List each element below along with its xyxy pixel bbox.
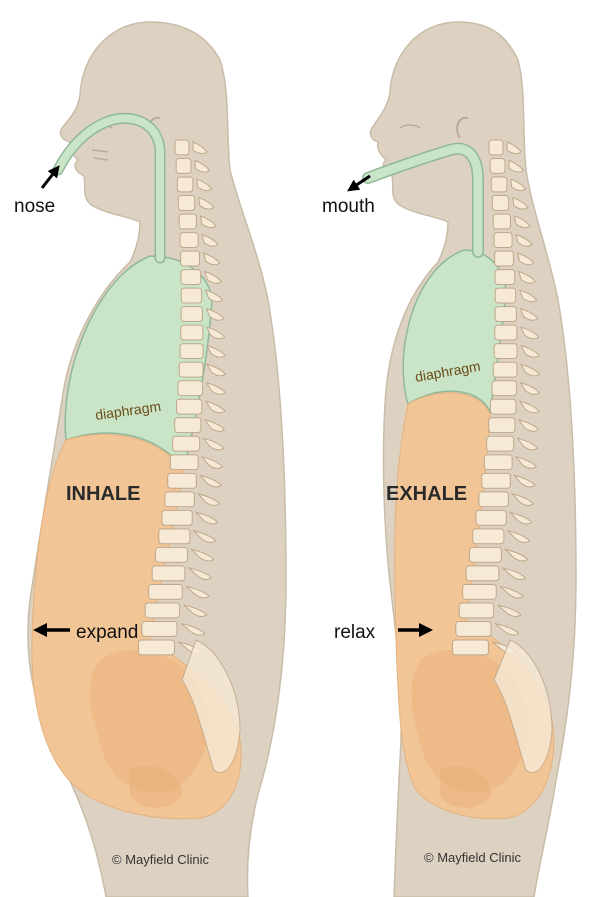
vertebra — [490, 159, 505, 174]
vertebra — [494, 344, 517, 359]
vertebra — [145, 603, 179, 618]
vertebra — [178, 196, 194, 211]
vertebra — [175, 140, 189, 155]
vertebra — [181, 288, 202, 303]
exhale-figure: mouth diaphragm EXHALE relax © Mayfield … — [322, 22, 576, 897]
vertebra — [181, 251, 200, 266]
vertebra — [162, 510, 192, 525]
vertebra — [179, 214, 196, 229]
vertebra — [487, 436, 514, 451]
vertebra — [456, 621, 491, 636]
credit-left: © Mayfield Clinic — [112, 852, 209, 867]
vertebra — [495, 325, 517, 340]
vertebra — [176, 399, 201, 414]
vertebra — [493, 362, 517, 377]
vertebra — [175, 418, 201, 433]
vertebra — [149, 584, 183, 599]
vertebra — [489, 418, 515, 433]
mouth-label: mouth — [322, 196, 375, 217]
vertebra — [152, 566, 185, 581]
vertebra — [142, 621, 177, 636]
phase-label-exhale: EXHALE — [386, 483, 467, 505]
vertebra — [180, 344, 203, 359]
vertebra — [470, 547, 502, 562]
phase-label-inhale: INHALE — [66, 483, 140, 505]
relax-label: relax — [334, 622, 376, 643]
vertebra — [452, 640, 488, 655]
vertebra — [482, 473, 511, 488]
vertebra — [138, 640, 174, 655]
vertebra — [479, 492, 508, 507]
vertebra — [165, 492, 194, 507]
vertebra — [495, 288, 516, 303]
nose-label: nose — [14, 196, 55, 217]
vertebra — [495, 251, 514, 266]
vertebra — [490, 399, 515, 414]
vertebra — [156, 547, 188, 562]
vertebra — [492, 196, 508, 211]
vertebra — [495, 270, 515, 285]
inhale-figure: nose diaphragm INHALE expand © Mayfield … — [14, 22, 286, 897]
vertebra — [159, 529, 190, 544]
vertebra — [463, 584, 497, 599]
vertebra — [492, 381, 517, 396]
vertebra — [476, 510, 506, 525]
vertebra — [178, 381, 203, 396]
expand-label: expand — [76, 622, 138, 643]
vertebra — [177, 177, 193, 192]
vertebra — [180, 233, 198, 248]
vertebra — [491, 177, 507, 192]
lung — [403, 250, 506, 412]
vertebra — [170, 455, 198, 470]
vertebra — [173, 436, 200, 451]
vertebra — [489, 140, 503, 155]
vertebra — [494, 233, 512, 248]
vertebra — [181, 270, 201, 285]
vertebra — [181, 325, 203, 340]
nose-arrow — [42, 170, 56, 188]
vertebra — [176, 159, 191, 174]
vertebra — [181, 307, 202, 322]
credit-right: © Mayfield Clinic — [424, 850, 521, 865]
vertebra — [493, 214, 510, 229]
vertebra — [473, 529, 504, 544]
vertebra — [466, 566, 499, 581]
vertebra — [179, 362, 203, 377]
vertebra — [484, 455, 512, 470]
vertebra — [495, 307, 516, 322]
vertebra — [459, 603, 493, 618]
vertebra — [168, 473, 197, 488]
